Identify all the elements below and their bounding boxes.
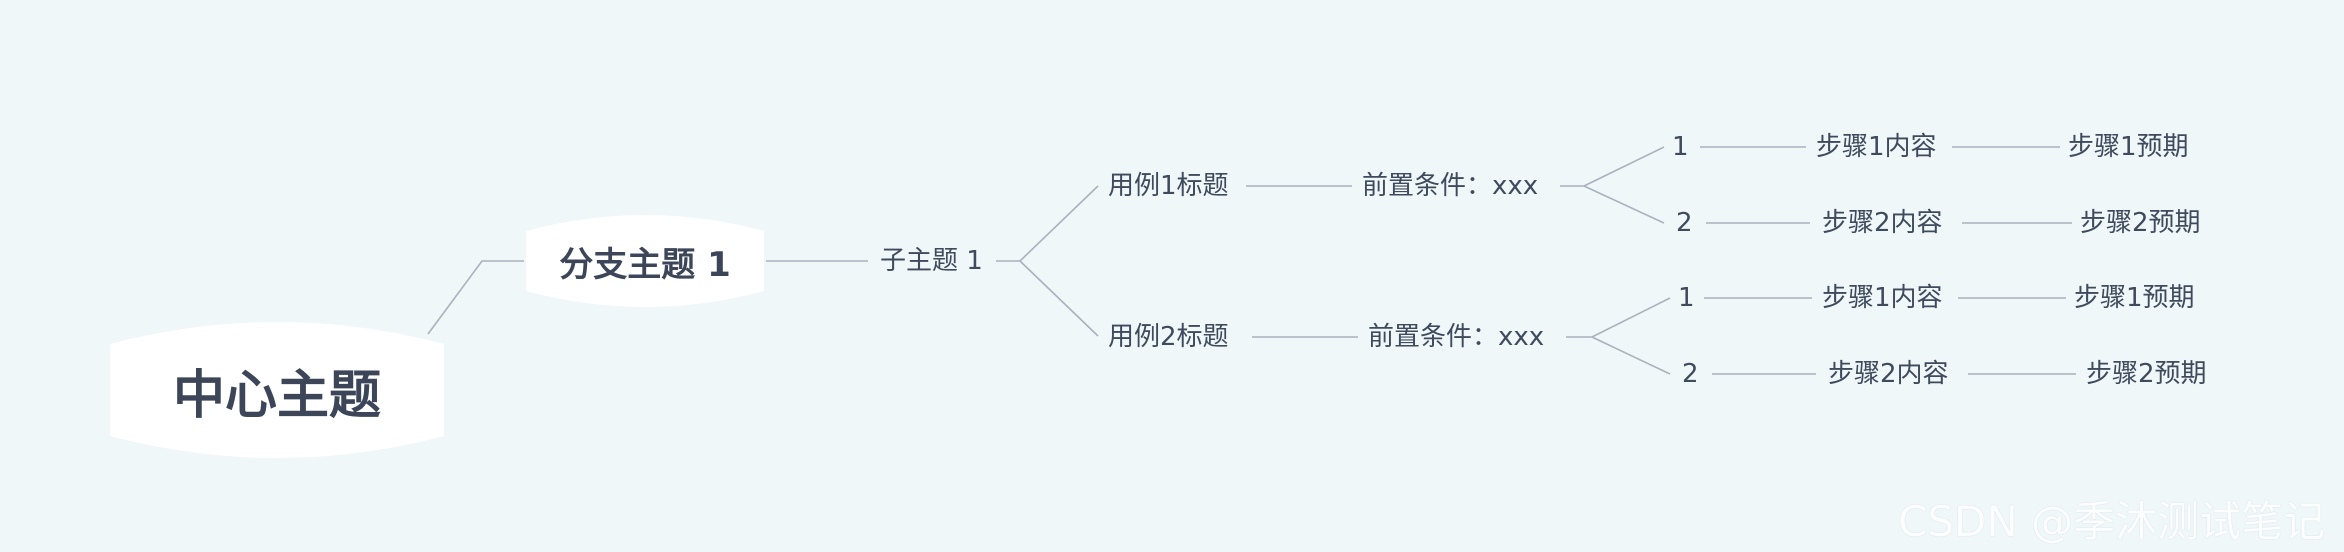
- precondition-label: 前置条件：xxx: [1368, 322, 1545, 352]
- case-title-label: 用例2标题: [1108, 322, 1229, 352]
- case1-step2-content-node[interactable]: 步骤2内容: [1822, 205, 1943, 241]
- step-content-label: 步骤2内容: [1828, 359, 1949, 389]
- case2-step2-expected-node[interactable]: 步骤2预期: [2086, 356, 2207, 392]
- edge-to-case1: [1019, 185, 1099, 262]
- central-topic-node[interactable]: 中心主题: [106, 316, 448, 464]
- branch-topic-label: 分支主题 1: [559, 244, 731, 285]
- case1-step1-expected-node[interactable]: 步骤1预期: [2068, 129, 2189, 165]
- precondition-label: 前置条件：xxx: [1362, 171, 1539, 201]
- step-content-label: 步骤1内容: [1816, 132, 1937, 162]
- edge-case2-step2: [1591, 336, 1671, 375]
- step-number-label: 2: [1676, 208, 1693, 238]
- case1-title-node[interactable]: 用例1标题: [1108, 168, 1229, 204]
- case1-step1-number-node[interactable]: 1: [1672, 129, 1689, 165]
- case2-step2-number-node[interactable]: 2: [1682, 356, 1699, 392]
- step-expected-label: 步骤1预期: [2068, 132, 2189, 162]
- subtopic-label: 子主题 1: [880, 246, 983, 276]
- step-expected-label: 步骤2预期: [2086, 359, 2207, 389]
- edge-case2-step1: [1591, 297, 1671, 338]
- case1-step2-number-node[interactable]: 2: [1676, 205, 1693, 241]
- central-topic-shape: [110, 322, 444, 458]
- edge-to-case2: [1019, 260, 1099, 337]
- step-number-label: 2: [1682, 359, 1699, 389]
- case1-precondition-node[interactable]: 前置条件：xxx: [1362, 168, 1538, 204]
- case1-step1-content-node[interactable]: 步骤1内容: [1816, 129, 1937, 165]
- edge-case1-step2: [1583, 185, 1665, 224]
- case2-step1-content-node[interactable]: 步骤1内容: [1822, 280, 1943, 316]
- step-expected-label: 步骤2预期: [2080, 208, 2201, 238]
- step-content-label: 步骤2内容: [1822, 208, 1943, 238]
- case2-title-node[interactable]: 用例2标题: [1108, 319, 1229, 355]
- case-title-label: 用例1标题: [1108, 171, 1229, 201]
- case2-step1-expected-node[interactable]: 步骤1预期: [2074, 280, 2195, 316]
- central-topic-label: 中心主题: [172, 365, 381, 426]
- case2-precondition-node[interactable]: 前置条件：xxx: [1368, 319, 1544, 355]
- edge-central-branch: [427, 260, 524, 335]
- case2-step2-content-node[interactable]: 步骤2内容: [1828, 356, 1949, 392]
- step-content-label: 步骤1内容: [1822, 283, 1943, 313]
- step-expected-label: 步骤1预期: [2074, 283, 2195, 313]
- step-number-label: 1: [1672, 132, 1689, 162]
- branch-topic-shape: [526, 215, 764, 307]
- branch-topic-node[interactable]: 分支主题 1: [524, 211, 766, 311]
- watermark: CSDN @季沐测试笔记: [1898, 497, 2326, 546]
- subtopic-node[interactable]: 子主题 1: [880, 243, 983, 279]
- case1-step2-expected-node[interactable]: 步骤2预期: [2080, 205, 2201, 241]
- edge-case1-step1: [1583, 146, 1665, 187]
- step-number-label: 1: [1678, 283, 1695, 313]
- case2-step1-number-node[interactable]: 1: [1678, 280, 1695, 316]
